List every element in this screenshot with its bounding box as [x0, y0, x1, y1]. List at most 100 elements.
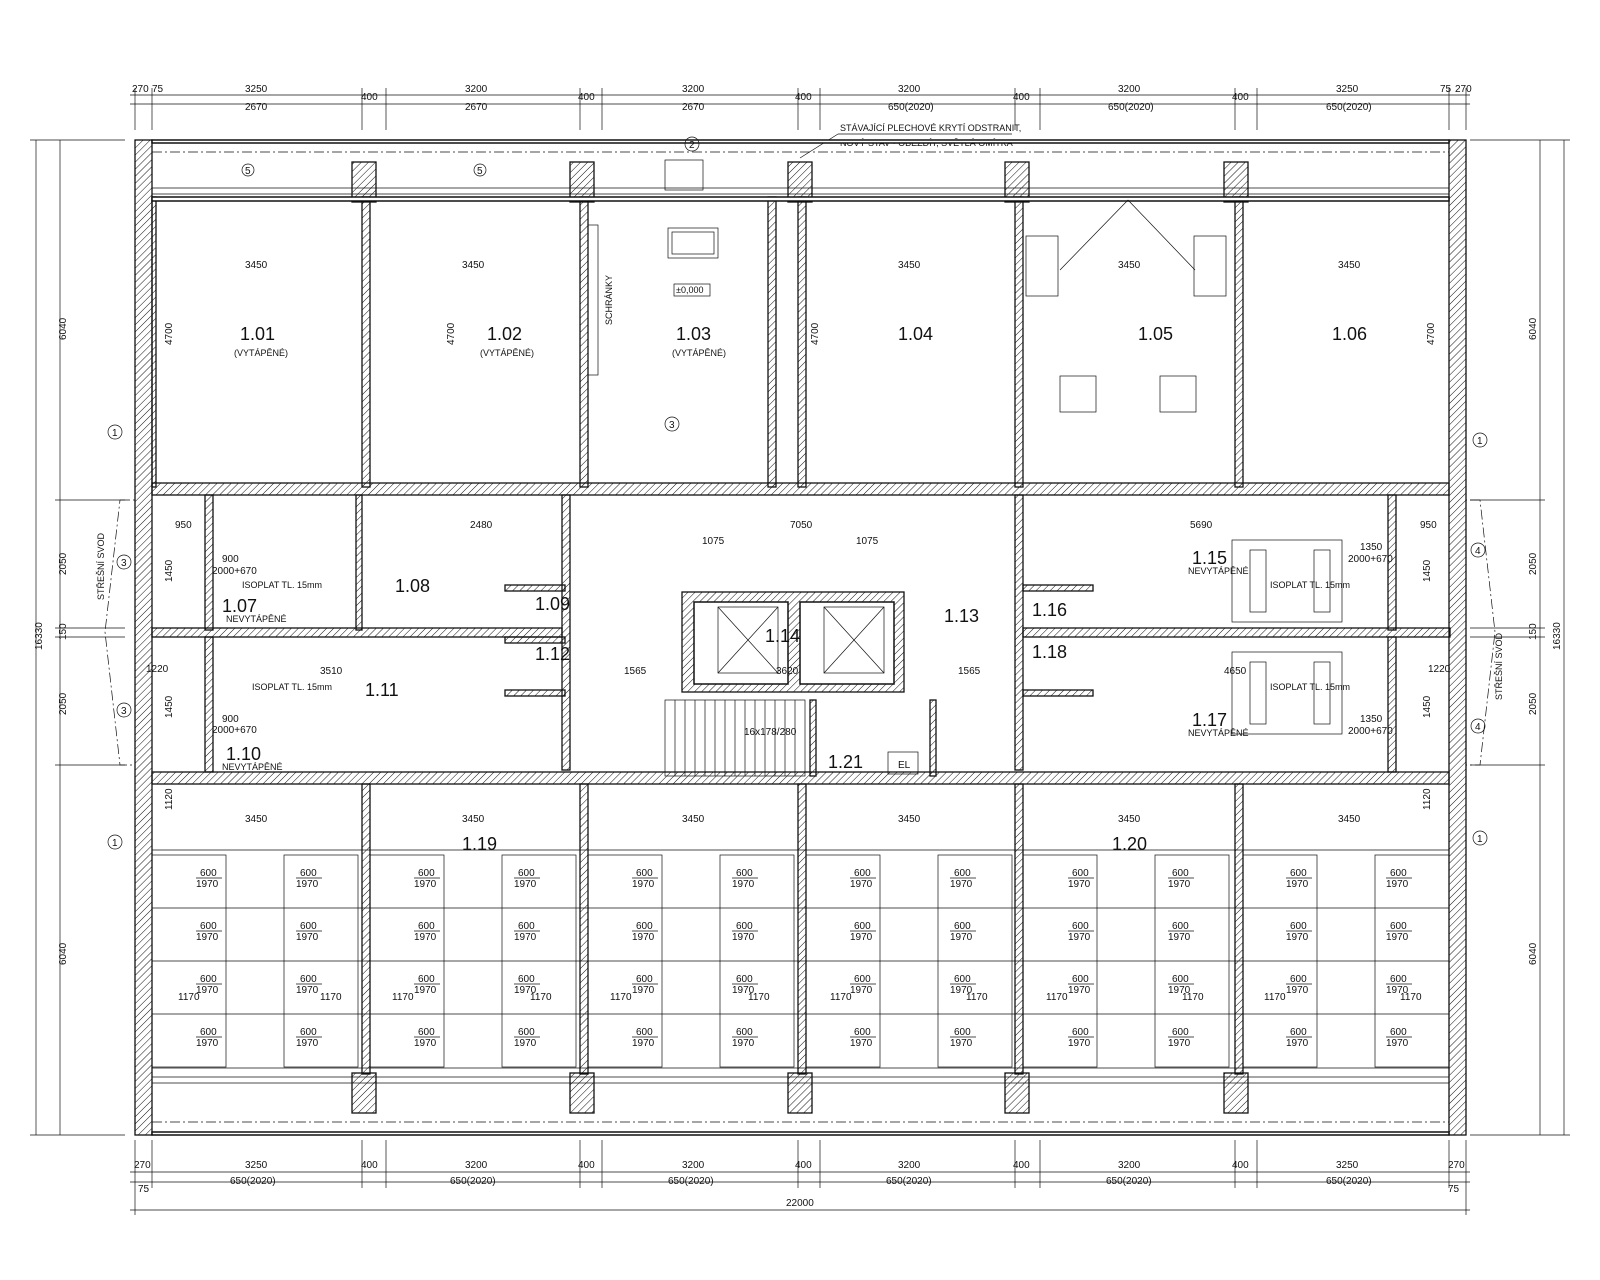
storage-door-height: 1970	[196, 985, 219, 996]
storage-door-width: 600	[1290, 1027, 1307, 1038]
storage-door-width: 600	[854, 974, 871, 985]
window-dim: 950	[1420, 520, 1437, 531]
storage-door-height: 1970	[296, 879, 319, 890]
storage-door-width: 600	[518, 1027, 535, 1038]
axis-label: 4	[1475, 546, 1481, 557]
room-1-05: 1.05 3450	[1025, 199, 1227, 413]
storage-door-width: 600	[954, 868, 971, 879]
right-dim-3: 2050	[1528, 692, 1539, 715]
storage-door-height: 1970	[1068, 985, 1091, 996]
room-number: 1.17	[1192, 710, 1227, 730]
room-height: 4700	[810, 322, 821, 345]
storage-door-width: 600	[1072, 974, 1089, 985]
storage-door-width: 600	[418, 1027, 435, 1038]
lift-door: 1075	[702, 536, 725, 547]
room-number: 1.01	[240, 324, 275, 344]
storage-door-width: 600	[1172, 974, 1189, 985]
window-dim: 900	[222, 554, 239, 565]
storage-door-width: 600	[300, 1027, 317, 1038]
bottom-dim2-3: 650(2020)	[668, 1176, 714, 1187]
storage-door-width: 600	[1390, 868, 1407, 879]
middle-band-annotations: ISOPLAT TL. 15mm ISOPLAT TL. 15mm ISOPLA…	[96, 520, 1504, 738]
roof-drain-label: STŘEŠNÍ SVOD	[96, 532, 106, 600]
room-heating: (VYTÁPĚNÉ)	[234, 348, 288, 358]
storage-door-width: 600	[1290, 974, 1307, 985]
isoplat-note: ISOPLAT TL. 15mm	[252, 682, 332, 692]
top-dim-10: 3200	[1118, 84, 1141, 95]
storage-door-height: 1970	[296, 1038, 319, 1049]
storage-door-width: 600	[300, 974, 317, 985]
storage-door-height: 1970	[732, 879, 755, 890]
storage-door-height: 1970	[196, 932, 219, 943]
storage-door-width: 600	[200, 868, 217, 879]
storage-door-height: 1970	[1286, 985, 1309, 996]
dim-1170: 1170	[320, 992, 342, 1003]
storage-door-width: 600	[200, 1027, 217, 1038]
storage-door-height: 1970	[950, 985, 973, 996]
bottom-dim-0: 270	[134, 1160, 151, 1171]
bottom-band-dims: 3450 3450 3450 3450 3450 3450 1120 1120 …	[164, 788, 1433, 1003]
corridor-width: 4650	[1224, 666, 1247, 677]
bottom-dim-5: 3200	[682, 1160, 705, 1171]
storage-door-width: 600	[418, 868, 435, 879]
room-1-19: 1.19	[462, 834, 497, 854]
room-1-08: 1.08	[395, 576, 430, 596]
dim-1120: 1120	[1422, 788, 1433, 810]
top-dim2-4: 650(2020)	[1108, 102, 1154, 113]
room-number: 1.10	[226, 744, 261, 764]
left-dim-3: 2050	[58, 692, 69, 715]
storage-door-height: 1970	[414, 879, 437, 890]
room-1-07: 1.07 NEVYTÁPĚNÉ	[222, 596, 287, 624]
room-height: 4700	[446, 322, 457, 345]
dim-1170: 1170	[830, 992, 852, 1003]
window-dim: 900	[222, 714, 239, 725]
room-height: 4700	[1426, 322, 1437, 345]
right-dimension-chain: 6040 2050 150 2050 6040 16330	[1470, 139, 1570, 1136]
bottom-dim-11: 3250	[1336, 1160, 1359, 1171]
storage-door-height: 1970	[296, 985, 319, 996]
storage-door-height: 1970	[1386, 985, 1409, 996]
room-number: 1.09	[535, 594, 570, 614]
storage-door-width: 600	[1172, 921, 1189, 932]
window-dim: 1450	[1422, 695, 1433, 718]
room-1-17: 1.17 NEVYTÁPĚNÉ	[1188, 651, 1343, 738]
storage-door-width: 600	[1290, 921, 1307, 932]
right-dim-2: 150	[1528, 623, 1539, 640]
room-1-09: 1.09	[535, 594, 570, 614]
room-1-15: 1.15 NEVYTÁPĚNÉ	[1188, 539, 1343, 623]
storage-door-height: 1970	[514, 879, 537, 890]
storage-door-height: 1970	[1068, 879, 1091, 890]
window-dim: 1450	[1422, 559, 1433, 582]
room-1-14: 1.14	[765, 626, 800, 646]
window-dim: 1350	[1360, 714, 1383, 725]
top-dim-9: 400	[1013, 92, 1030, 103]
isoplat-note: ISOPLAT TL. 15mm	[1270, 580, 1350, 590]
room-number: 1.04	[898, 324, 933, 344]
bottom-dim-8: 400	[1013, 1160, 1030, 1171]
dim-1170: 1170	[1400, 992, 1422, 1003]
room-number: 1.08	[395, 576, 430, 596]
storage-door-height: 1970	[414, 932, 437, 943]
dim-1170: 1170	[392, 992, 414, 1003]
lift-door: 1075	[856, 536, 879, 547]
top-dim-4: 3200	[465, 84, 488, 95]
bottom-dim2-6: 650(2020)	[1326, 1176, 1372, 1187]
room-width: 3450	[682, 814, 705, 825]
storage-door-width: 600	[636, 868, 653, 879]
window-dim: 2000+670	[1348, 554, 1393, 565]
storage-door-height: 1970	[414, 985, 437, 996]
corridor-width: 7050	[790, 520, 813, 531]
corridor-width: 3510	[320, 666, 343, 677]
top-dim2-0: 2670	[245, 102, 268, 113]
left-dimension-chain: 6040 2050 150 2050 6040 16330	[30, 139, 125, 1136]
room-heating: (VYTÁPĚNÉ)	[672, 348, 726, 358]
storage-door-width: 600	[200, 921, 217, 932]
room-width: 3450	[245, 260, 268, 271]
storage-door-height: 1970	[1068, 1038, 1091, 1049]
storage-door-height: 1970	[1386, 932, 1409, 943]
storage-door-height: 1970	[1168, 1038, 1191, 1049]
level-mark: ±0,000	[676, 285, 703, 295]
top-dim-7: 400	[795, 92, 812, 103]
storage-door-height: 1970	[196, 1038, 219, 1049]
storage-door-height: 1970	[414, 1038, 437, 1049]
